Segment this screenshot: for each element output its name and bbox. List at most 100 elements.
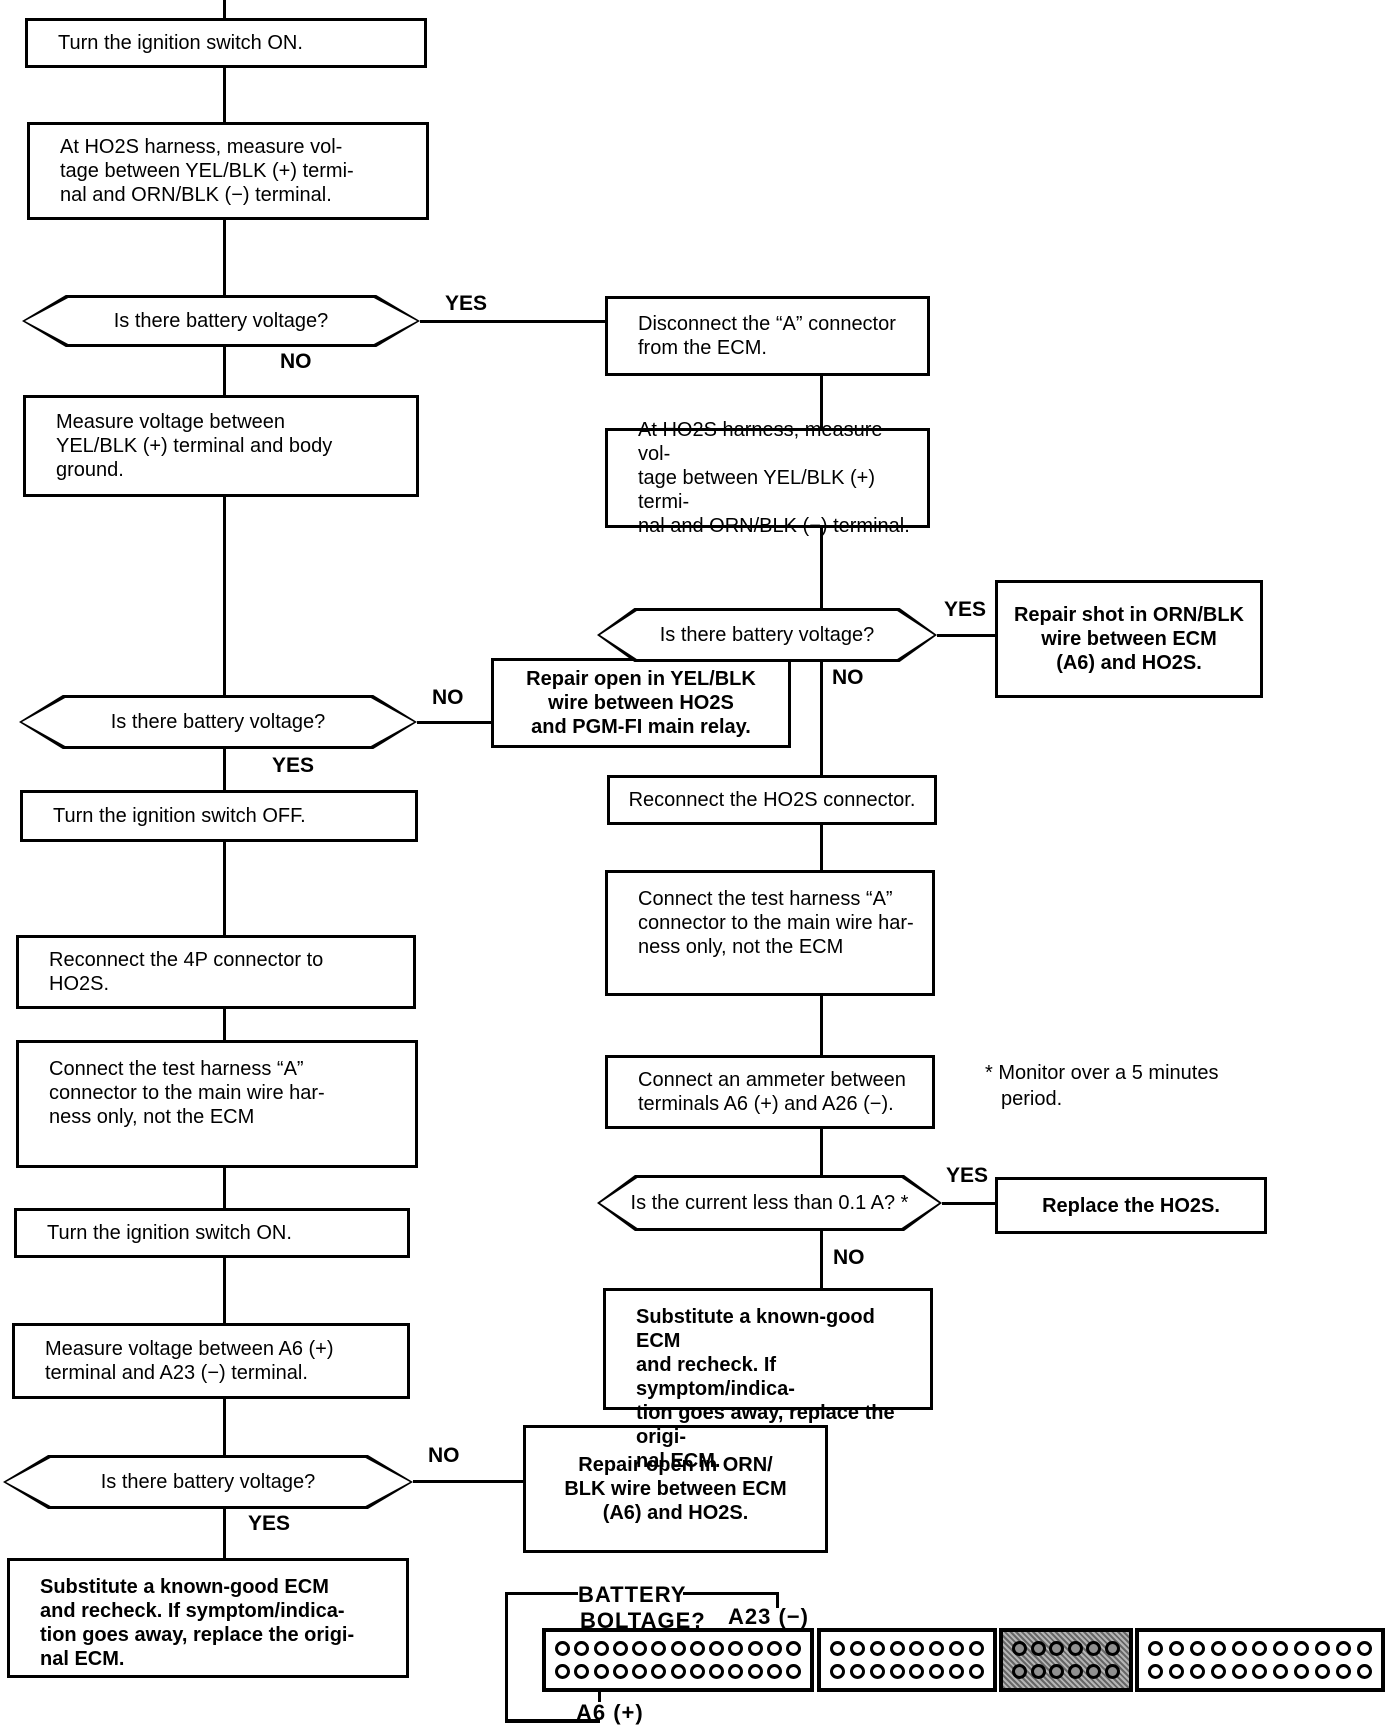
- process-box-disconnect-a: Disconnect the “A” connector from the EC…: [605, 296, 930, 376]
- branch-label-no: NO: [432, 686, 464, 709]
- connector-pin: [632, 1640, 647, 1656]
- connector-line: [820, 662, 823, 775]
- connector-pin: [1273, 1640, 1289, 1656]
- connector-pin: [555, 1664, 570, 1680]
- connector-pin: [889, 1640, 905, 1656]
- connector-pin: [949, 1664, 965, 1680]
- process-text: Connect the test harness “A” connector t…: [49, 1058, 325, 1128]
- process-text: Turn the ignition switch ON.: [58, 32, 303, 54]
- branch-label-no: NO: [832, 666, 864, 689]
- connector-pin: [1148, 1640, 1163, 1656]
- a6-terminal-label: A6 (+): [576, 1700, 644, 1725]
- monitor-note: * Monitor over a 5 minutes period.: [985, 1062, 1219, 1110]
- connector-pin: [1315, 1664, 1331, 1680]
- action-box-substitute-ecm-right: Substitute a known-good ECM and recheck.…: [603, 1288, 933, 1472]
- connector-line: [223, 749, 226, 790]
- bracket-line: [505, 1719, 600, 1723]
- decision-battery-voltage-2: Is there battery voltage?: [19, 695, 417, 749]
- connector-pin: [632, 1664, 647, 1680]
- decision-inner: [600, 1178, 939, 1228]
- connector-pin: [1148, 1664, 1163, 1680]
- process-text: Measure voltage between A6 (+) terminal …: [45, 1338, 334, 1384]
- connector-pin: [1210, 1664, 1226, 1680]
- pin-row-bottom: [1012, 1664, 1120, 1680]
- connector-pin: [747, 1640, 763, 1656]
- branch-label-yes: YES: [946, 1164, 989, 1187]
- a23-terminal-label: A23 (−): [728, 1604, 809, 1629]
- process-text: Reconnect the 4P connector to HO2S.: [49, 949, 324, 995]
- connector-pin: [1086, 1664, 1102, 1680]
- connector-pin: [1104, 1664, 1120, 1680]
- connector-pin: [728, 1664, 744, 1680]
- branch-label-yes: YES: [248, 1512, 291, 1535]
- decision-current-less: Is the current less than 0.1 A? *: [597, 1175, 942, 1231]
- decision-text: Is there battery voltage?: [113, 309, 329, 332]
- branch-label-no: NO: [833, 1246, 865, 1269]
- connector-pin: [1273, 1664, 1289, 1680]
- connector-line: [223, 347, 226, 395]
- process-text: Disconnect the “A” connector from the EC…: [638, 313, 896, 359]
- connector-pin: [612, 1640, 628, 1656]
- action-text: Replace the HO2S.: [1042, 1194, 1220, 1217]
- connector-pin: [651, 1640, 667, 1656]
- connector-line: [223, 220, 226, 295]
- connector-line: [820, 825, 823, 870]
- connector-pin: [612, 1664, 628, 1680]
- decision-text: Is the current less than 0.1 A? *: [630, 1191, 909, 1214]
- connector-pin: [1356, 1664, 1372, 1680]
- decision-inner: [6, 1458, 410, 1506]
- process-text: Connect the test harness “A” connector t…: [638, 888, 914, 958]
- connector-line: [417, 721, 491, 724]
- connector-pin: [689, 1640, 705, 1656]
- connector-pin: [968, 1640, 984, 1656]
- connector-pin: [747, 1664, 763, 1680]
- connector-pin: [786, 1640, 801, 1656]
- connector-pin: [709, 1664, 724, 1680]
- action-text: Repair shot in ORN/BLK wire between ECM …: [1013, 604, 1244, 674]
- decision-text: Is there battery voltage?: [100, 1470, 316, 1493]
- connector-line: [420, 320, 605, 323]
- connector-pin: [786, 1664, 801, 1680]
- connector-pin: [651, 1664, 667, 1680]
- connector-line: [820, 1231, 823, 1288]
- connector-line: [223, 497, 226, 695]
- ecm-connector-b: [817, 1628, 997, 1692]
- connector-line: [223, 1168, 226, 1208]
- connector-line: [820, 528, 823, 608]
- a6-leader-line: [598, 1682, 601, 1702]
- action-text: Repair open in ORN/ BLK wire between ECM…: [564, 1454, 787, 1524]
- pin-row-top: [1148, 1640, 1372, 1656]
- bracket-line: [505, 1592, 508, 1722]
- process-text: Measure voltage between YEL/BLK (+) term…: [56, 411, 333, 481]
- decision-inner: [22, 698, 414, 746]
- connector-pin: [909, 1640, 925, 1656]
- decision-inner: [25, 298, 417, 344]
- process-box-reconnect-4p: Reconnect the 4P connector to HO2S.: [16, 935, 416, 1009]
- connector-pin: [1356, 1640, 1372, 1656]
- bracket-line: [776, 1592, 779, 1608]
- action-text: Repair open in YEL/BLK wire between HO2S…: [526, 668, 756, 738]
- pin-row-top: [830, 1640, 984, 1656]
- connector-pin: [1336, 1664, 1352, 1680]
- decision-text: Is there battery voltage?: [110, 710, 326, 733]
- connector-pin: [593, 1664, 609, 1680]
- connector-line: [223, 1509, 226, 1558]
- connector-pin: [709, 1640, 724, 1656]
- process-box-reconnect-ho2s: Reconnect the HO2S connector.: [607, 775, 937, 825]
- connector-line: [413, 1480, 523, 1483]
- connector-pin: [1294, 1664, 1310, 1680]
- process-box-measure-ho2s-right: At HO2S harness, measure vol- tage betwe…: [605, 419, 930, 537]
- connector-pin: [968, 1664, 984, 1680]
- process-box-test-harness-right: Connect the test harness “A” connector t…: [605, 870, 935, 996]
- connector-pin: [574, 1664, 590, 1680]
- connector-pin: [1315, 1640, 1331, 1656]
- connector-pin: [1067, 1640, 1083, 1656]
- connector-pin: [1104, 1640, 1120, 1656]
- connector-pin: [869, 1640, 885, 1656]
- process-box-ignition-on-2: Turn the ignition switch ON.: [14, 1208, 410, 1258]
- connector-pin: [1030, 1664, 1046, 1680]
- connector-pin: [889, 1664, 905, 1680]
- process-box-measure-body-ground: Measure voltage between YEL/BLK (+) term…: [23, 395, 419, 497]
- connector-line: [820, 1129, 823, 1175]
- connector-pin: [1049, 1664, 1065, 1680]
